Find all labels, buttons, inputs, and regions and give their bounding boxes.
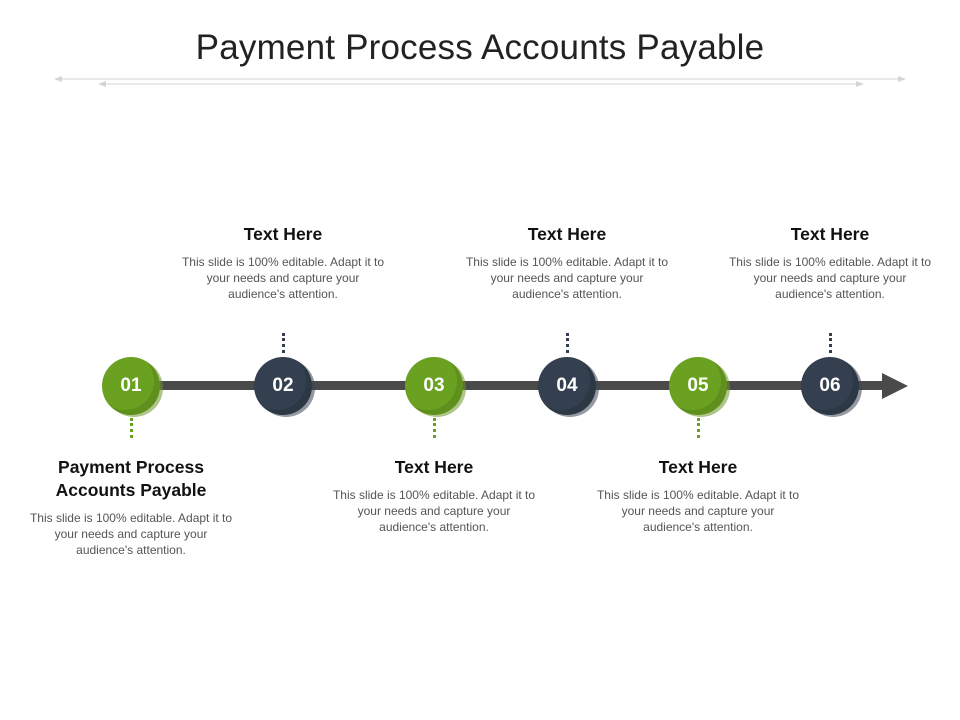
step-5-connector	[697, 418, 700, 438]
page-title: Payment Process Accounts Payable	[195, 28, 765, 67]
step-5-heading: Text Here	[658, 457, 738, 477]
step-1-description: This slide is 100% editable. Adapt it to…	[29, 511, 233, 557]
step-4-connector	[566, 333, 569, 353]
step-4-block: Text Here This slide is 100% editable. A…	[462, 223, 672, 302]
step-4-description: This slide is 100% editable. Adapt it to…	[465, 255, 669, 301]
step-3-block: Text Here This slide is 100% editable. A…	[329, 456, 539, 535]
step-3-number: 03	[405, 357, 463, 415]
step-1-heading: Payment Process Accounts Payable	[55, 457, 207, 500]
title-divider	[54, 76, 906, 87]
step-4-number: 04	[538, 357, 596, 415]
step-2-connector	[282, 333, 285, 353]
step-2-number: 02	[254, 357, 312, 415]
step-5-description: This slide is 100% editable. Adapt it to…	[596, 488, 800, 534]
step-5-block: Text Here This slide is 100% editable. A…	[593, 456, 803, 535]
step-1-number: 01	[102, 357, 160, 415]
step-1-block: Payment Process Accounts Payable This sl…	[26, 456, 236, 558]
step-3-description: This slide is 100% editable. Adapt it to…	[332, 488, 536, 534]
step-6-block: Text Here This slide is 100% editable. A…	[725, 223, 935, 302]
step-3-heading: Text Here	[394, 457, 474, 477]
step-1-connector	[130, 418, 133, 438]
step-5-number: 05	[669, 357, 727, 415]
step-3-connector	[433, 418, 436, 438]
step-2-description: This slide is 100% editable. Adapt it to…	[181, 255, 385, 301]
step-4-heading: Text Here	[527, 224, 607, 244]
step-2-heading: Text Here	[243, 224, 323, 244]
step-6-description: This slide is 100% editable. Adapt it to…	[728, 255, 932, 301]
step-2-block: Text Here This slide is 100% editable. A…	[178, 223, 388, 302]
step-6-number: 06	[801, 357, 859, 415]
step-6-connector	[829, 333, 832, 353]
step-6-heading: Text Here	[790, 224, 870, 244]
